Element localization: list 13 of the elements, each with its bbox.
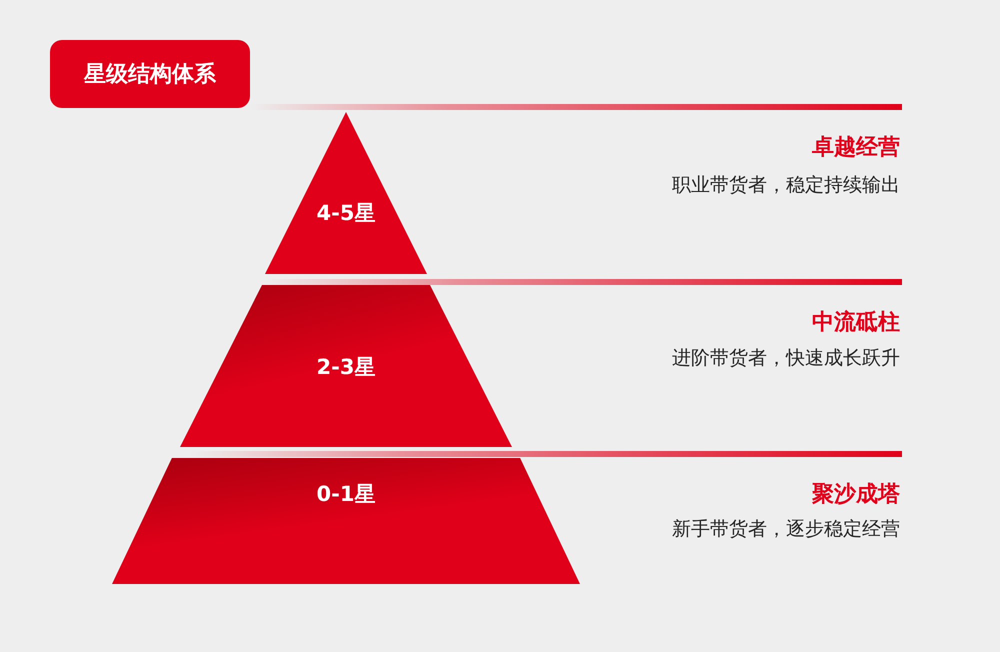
tier-description: 进阶带货者，快速成长跃升 [672,346,900,371]
tier-label: 0-1星 [316,481,376,508]
pyramid-tier [265,112,427,274]
pyramid-tier [180,285,512,447]
tier-label: 2-3星 [316,354,376,381]
title-badge: 星级结构体系 [50,40,250,108]
tier-heading: 聚沙成塔 [812,481,900,509]
pyramid-tier [112,458,580,584]
tier-heading: 卓越经营 [812,134,900,162]
tier-label: 4-5星 [316,200,376,228]
tier-description: 新手带货者，逐步稳定经营 [672,517,900,542]
tier-description: 职业带货者，稳定持续输出 [672,173,900,198]
tier-heading: 中流砥柱 [812,308,900,337]
